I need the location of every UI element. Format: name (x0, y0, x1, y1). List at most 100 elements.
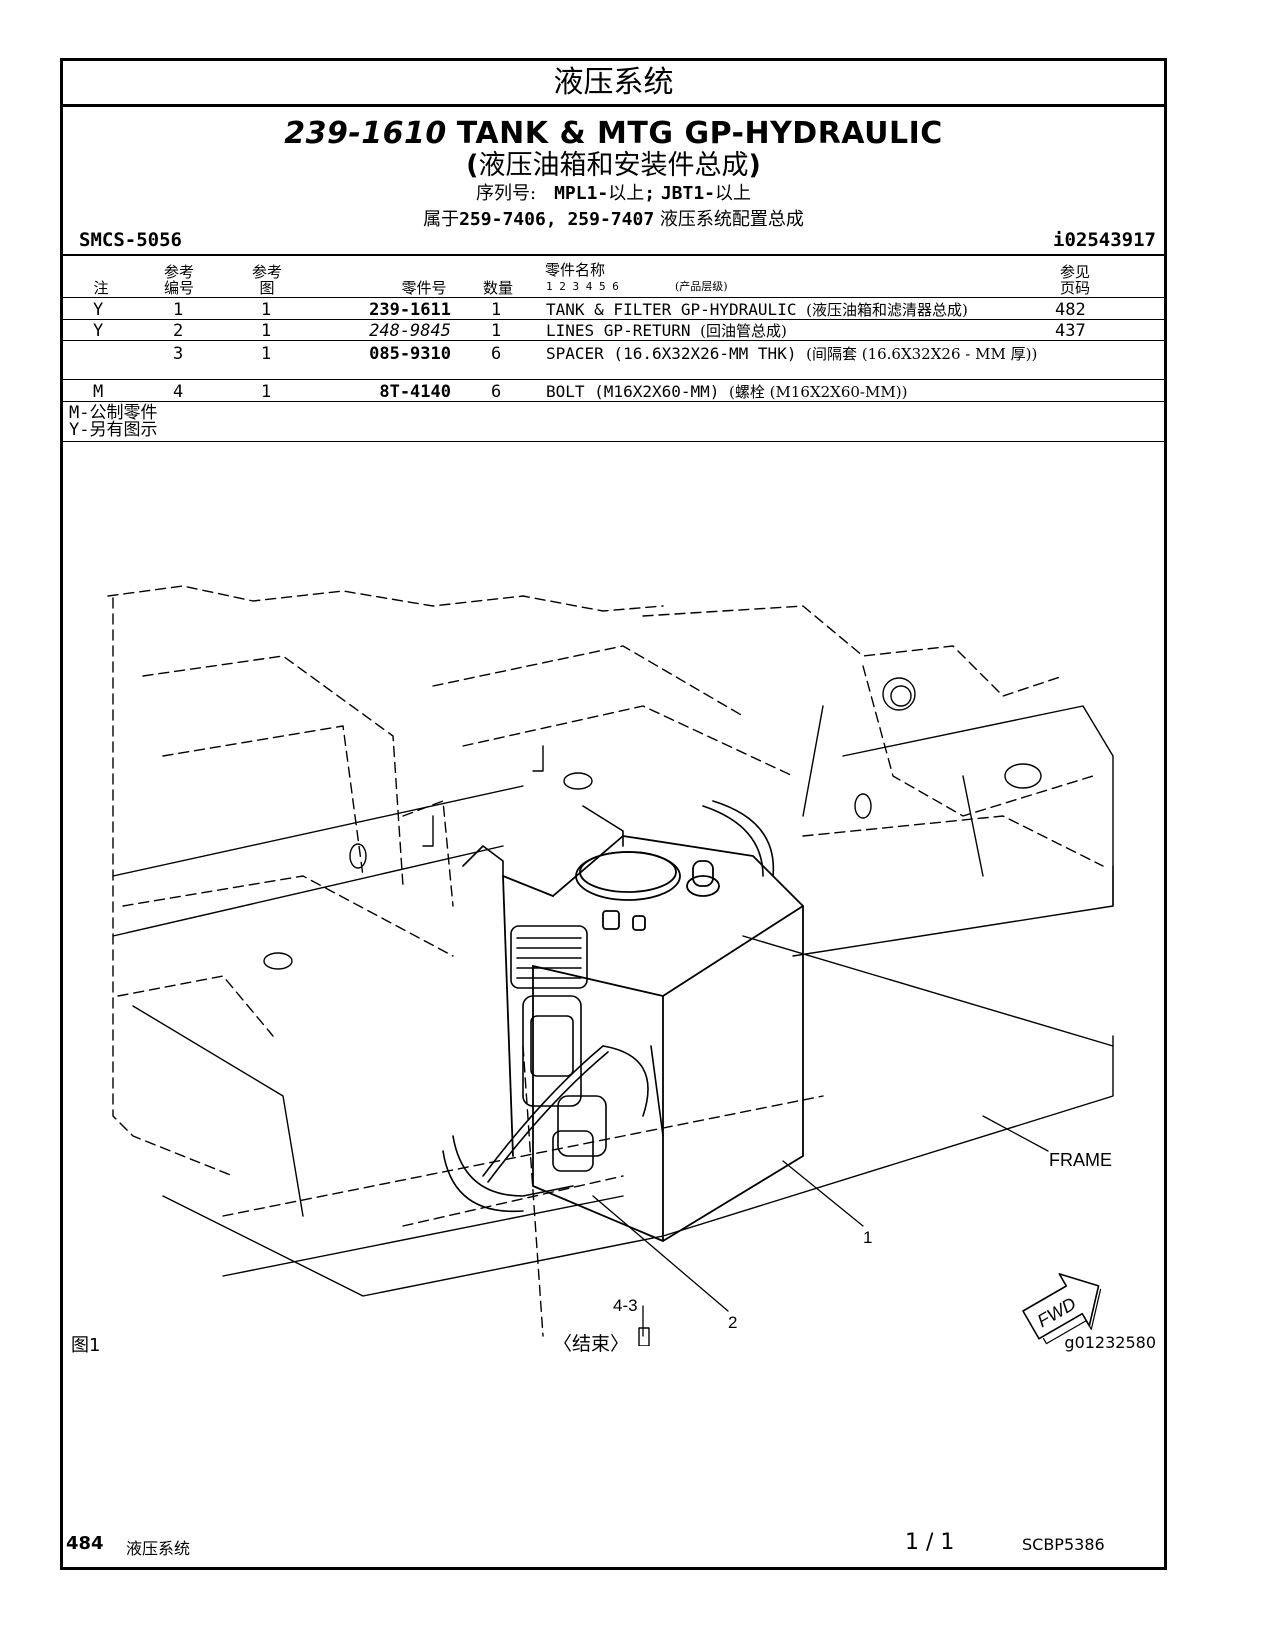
row3-fig: 1 (261, 344, 272, 364)
row2-desc: LINES GP-RETURN (回油管总成) (546, 322, 1051, 340)
row1-ref: 1 (173, 300, 184, 320)
end-marker: 〈结束〉 (553, 1333, 630, 1355)
row3-rule (63, 379, 1164, 380)
col-levels-note: (产品层级) (675, 280, 728, 293)
serial-1-suffix: 以上 (608, 183, 645, 204)
leader-lines (592, 1115, 1049, 1346)
bolt-icon (638, 1327, 650, 1346)
col-levels: 1 2 3 4 5 6 (546, 280, 619, 293)
row2-rule (63, 340, 1164, 341)
hydraulic-tank-drawing: FRAME 1 2 FWD (107, 585, 1114, 1346)
graphic-id: g01232580 (1064, 1333, 1156, 1352)
serial-2: JBT1- (660, 183, 716, 204)
row1-qty: 1 (491, 300, 502, 320)
group-header: 239-1610 TANK & MTG GP-HYDRAULIC (液压油箱和安装… (63, 107, 1164, 233)
figure-number: 1 (89, 1335, 101, 1356)
fwd-label: FWD (1034, 1293, 1079, 1331)
col-ref-fig-line2: 图 (259, 279, 275, 297)
hydraulic-tank (502, 835, 804, 1242)
serial-1: MPL1- (554, 183, 609, 204)
row2-note: Y (93, 321, 104, 341)
row4-rule (63, 401, 1164, 402)
group-part-number: 239-1610 (284, 116, 447, 151)
group-title: 239-1610 TANK & MTG GP-HYDRAULIC (63, 117, 1164, 151)
illustration-id: i02543917 (1053, 229, 1156, 251)
row1-desc-cn: (液压油箱和滤清器总成) (806, 301, 968, 319)
legend-metric-code: M- (69, 403, 90, 423)
row2-qty: 1 (491, 321, 502, 341)
legend-metric: M-公制零件 (69, 405, 157, 422)
row3-desc-cn: (间隔套 (16.6X32X26 - MM 厚)) (806, 345, 1038, 363)
figure-label-text: 图 (71, 1335, 89, 1356)
group-name-cn: 液压油箱和安装件总成 (478, 150, 749, 181)
footer-doc-number: SCBP5386 (1022, 1535, 1105, 1554)
row2-page: 437 (1055, 321, 1086, 341)
row2-ref: 2 (173, 321, 184, 341)
row3-qty: 6 (491, 344, 502, 364)
header-rule (63, 297, 1164, 298)
callout-4: 4-3 (613, 1296, 638, 1315)
callout-1: 1 (863, 1228, 872, 1247)
row2-fig: 1 (261, 321, 272, 341)
row1-page: 482 (1055, 300, 1086, 320)
row2-desc-en: LINES GP-RETURN (546, 321, 691, 340)
filter-assembly (442, 800, 775, 1213)
paren-open: ( (466, 150, 479, 181)
row4-part: 8T-4140 (379, 382, 451, 402)
footer-page-number: 484 (66, 1533, 104, 1554)
group-title-cn: (液压油箱和安装件总成) (63, 151, 1164, 181)
col-qty: 数量 (482, 279, 513, 297)
belongs-parts: 259-7406, 259-7407 (459, 209, 655, 230)
row3-desc: SPACER (16.6X32X26-MM THK) (间隔套 (16.6X32… (546, 345, 1051, 363)
row4-ref: 4 (173, 382, 184, 402)
row4-desc: BOLT (M16X2X60-MM) (螺栓 (M16X2X60-MM)) (546, 383, 1051, 401)
col-see-page-line2: 页码 (1059, 279, 1090, 297)
belongs-suffix: 液压系统配置总成 (659, 209, 804, 230)
group-part-name: TANK & MTG GP-HYDRAULIC (456, 116, 943, 151)
legend-metric-text: 公制零件 (89, 403, 158, 423)
callout-2: 2 (728, 1313, 737, 1332)
row2-desc-cn: (回油管总成) (700, 322, 787, 340)
row3-part: 085-9310 (369, 344, 451, 364)
row3-ref: 3 (173, 344, 184, 364)
col-ref-no-line2: 编号 (163, 279, 194, 297)
row4-fig: 1 (261, 382, 272, 402)
serial-line: 序列号:MPL1-以上; JBT1-以上 (63, 181, 1164, 207)
row1-part: 239-1611 (369, 300, 451, 320)
row4-qty: 6 (491, 382, 502, 402)
row1-fig: 1 (261, 300, 272, 320)
col-name: 零件名称 (545, 261, 606, 279)
figure-label: 图1 (71, 1331, 100, 1357)
serial-label: 序列号: (475, 183, 537, 204)
frame-rails (112, 677, 1114, 1297)
legend-illustrated-text: 另有图示 (89, 420, 158, 440)
serial-2-suffix: 以上 (715, 183, 752, 204)
footer-section: 液压系统 (126, 1539, 191, 1558)
row2-part: 248-9845 (369, 321, 451, 341)
footer-page-of: 1 / 1 (905, 1530, 955, 1555)
row4-desc-en: BOLT (M16X2X60-MM) (546, 382, 720, 401)
col-see-page-line1: 参见 (1059, 263, 1090, 281)
col-note: 注 (93, 279, 109, 297)
legend-illustrated: Y-另有图示 (69, 422, 157, 439)
frame-structure (107, 585, 1104, 1337)
row1-note: Y (93, 300, 104, 320)
section-title: 液压系统 (63, 61, 1164, 107)
belongs-prefix: 属于 (423, 209, 460, 230)
legend-illustrated-code: Y- (69, 420, 90, 440)
belongs-line: 属于259-7406, 259-7407 液压系统配置总成 (63, 207, 1164, 233)
legend-rule (63, 441, 1164, 442)
row1-desc: TANK & FILTER GP-HYDRAULIC (液压油箱和滤清器总成) (546, 301, 1051, 319)
serial-separator: ; (644, 183, 656, 204)
label-frame: FRAME (1049, 1150, 1112, 1170)
row1-desc-en: TANK & FILTER GP-HYDRAULIC (546, 300, 797, 319)
col-part-no: 零件号 (401, 279, 447, 297)
row1-rule (63, 319, 1164, 320)
row4-note: M (93, 382, 104, 402)
row4-desc-cn: (螺栓 (M16X2X60-MM)) (729, 383, 908, 401)
paren-close: ) (748, 150, 761, 181)
smcs-code: SMCS-5056 (79, 229, 182, 251)
col-ref-fig-line1: 参考 (251, 263, 282, 281)
row3-desc-en: SPACER (16.6X32X26-MM THK) (546, 344, 797, 363)
